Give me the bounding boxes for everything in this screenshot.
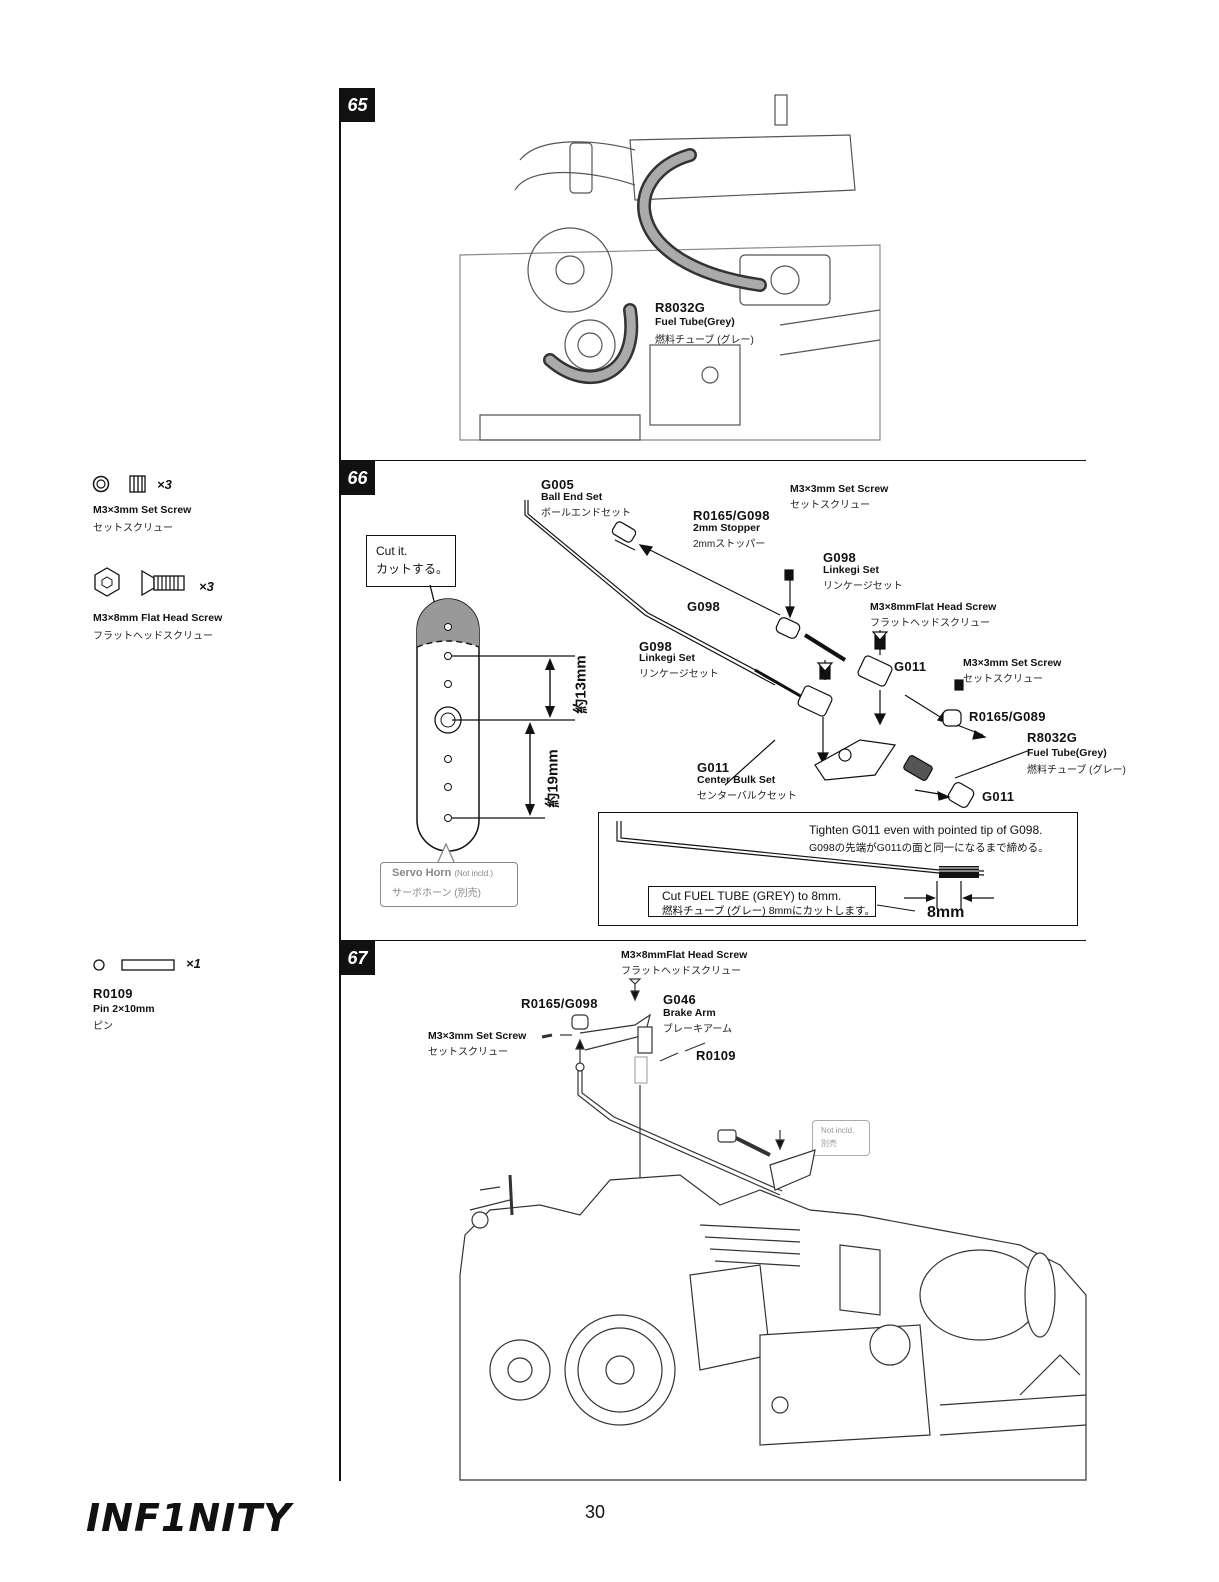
step67-chassis-illustration: [460, 975, 1087, 1481]
setscrew-67-jp: セットスクリュー: [428, 1047, 508, 1058]
linkage-a-jp: リンケージセット: [823, 581, 903, 592]
g098-c-code: G098: [639, 639, 673, 654]
step65-code: R8032G: [655, 300, 706, 315]
r8032g-code: R8032G: [1027, 730, 1078, 745]
step-divider-67: [339, 940, 1086, 942]
flathead-66-jp: フラットヘッドスクリュー: [870, 618, 990, 629]
servo-horn-jp: サーボホーン (別売): [392, 888, 481, 899]
sidebar-item1-name: M3×3mm Set Screw: [93, 504, 192, 516]
brake-arm-jp: ブレーキアーム: [663, 1024, 733, 1035]
step-column-divider: [339, 88, 341, 1481]
flathead-screw-icon: [94, 567, 185, 597]
center-bulk-jp: センターバルクセット: [697, 791, 797, 802]
step-badge-66: 66: [340, 461, 375, 495]
not-incl-67: Not incld.: [821, 1126, 855, 1135]
brake-arm-name: Brake Arm: [663, 1007, 716, 1019]
sidebar-item2-name-jp: フラットヘッドスクリュー: [93, 631, 213, 642]
linkage-a-name: Linkegi Set: [823, 564, 880, 576]
setscrew-b-jp: セットスクリュー: [963, 674, 1043, 685]
flathead-67-jp: フラットヘッドスクリュー: [621, 966, 741, 977]
step-badge-65: 65: [340, 88, 375, 122]
linkage-exploded-view: [524, 500, 1031, 808]
servo-horn-name: Servo Horn: [392, 867, 452, 879]
flathead-66: M3×8mmFlat Head Screw: [870, 601, 997, 613]
fuel-tube-name: Fuel Tube(Grey): [1027, 747, 1107, 759]
dim-8: 8mm: [927, 904, 965, 921]
g005-code: G005: [541, 477, 575, 492]
cut-fuel-note-jp: 燃料チューブ (グレー) 8mmにカットします。: [662, 905, 875, 917]
sidebar-item1-qty: ×3: [157, 477, 172, 492]
not-incl-callout: Not incld. 別売: [812, 1120, 870, 1156]
sidebar-item2-qty: ×3: [199, 579, 214, 594]
sidebar-item3-name-jp: ピン: [93, 1021, 113, 1032]
g098-b-code: G098: [687, 599, 721, 614]
r0165-g089-code: R0165/G089: [969, 709, 1046, 724]
g098-a-code: G098: [823, 550, 857, 565]
cut-fuel-box: Cut FUEL TUBE (GREY) to 8mm. 燃料チューブ (グレー…: [648, 886, 876, 917]
g011-a-code: G011: [894, 659, 927, 674]
r0165-g098-67-code: R0165/G098: [521, 996, 598, 1011]
servo-horn-label: Servo Horn (Not incld.): [392, 867, 493, 879]
step-divider-66: [339, 460, 1086, 462]
setscrew-a-jp: セットスクリュー: [790, 500, 870, 511]
step65-name-jp: 燃料チューブ (グレー): [655, 335, 754, 346]
setscrew-a: M3×3mm Set Screw: [790, 483, 889, 495]
g005-jp: ボールエンドセット: [541, 508, 631, 519]
setscrew-icon: [92, 475, 146, 493]
not-incl-67-jp: 別売: [821, 1139, 837, 1148]
stopper-jp: 2mmストッパー: [693, 539, 766, 550]
g046-code: G046: [663, 992, 697, 1007]
detail-box: Tighten G011 even with pointed tip of G0…: [598, 812, 1078, 926]
sidebar-item3-code: R0109: [93, 986, 133, 1001]
sidebar-item3-qty: ×1: [186, 956, 201, 971]
flathead-67: M3×8mmFlat Head Screw: [621, 949, 748, 961]
r0109-67-code: R0109: [696, 1048, 736, 1063]
setscrew-67: M3×3mm Set Screw: [428, 1030, 527, 1042]
page-number: 30: [585, 1502, 606, 1522]
brand-logo: INF1NITY: [86, 1496, 292, 1540]
g005-name: Ball End Set: [541, 491, 603, 503]
g011-c-code: G011: [982, 789, 1015, 804]
stopper-name: 2mm Stopper: [693, 522, 761, 534]
cut-note-box: Cut it. カットする。: [366, 535, 456, 587]
linkage-c-name: Linkegi Set: [639, 652, 696, 664]
cut-fuel-note: Cut FUEL TUBE (GREY) to 8mm.: [662, 889, 842, 903]
sidebar-item2-name: M3×8mm Flat Head Screw: [93, 612, 223, 624]
step65-engine-illustration: [459, 94, 881, 441]
sidebar-item3-name: Pin 2×10mm: [93, 1003, 155, 1015]
step-badge-67: 67: [340, 941, 375, 975]
cut-note: Cut it.: [376, 544, 408, 558]
fuel-tube-jp: 燃料チューブ (グレー): [1027, 765, 1126, 776]
tighten-note: Tighten G011 even with pointed tip of G0…: [809, 823, 1043, 837]
setscrew-b: M3×3mm Set Screw: [963, 657, 1062, 669]
pin-icon: [93, 959, 175, 971]
tighten-note-jp: G098の先端がG011の面と同一になるまで締める。: [809, 842, 1049, 854]
callout-pointer: [437, 842, 455, 863]
sidebar-item1-name-jp: セットスクリュー: [93, 523, 173, 534]
g011-b-code: G011: [697, 760, 730, 775]
rod-detail: [616, 821, 994, 912]
servo-horn-not-incl: (Not incld.): [454, 869, 494, 878]
linkage-c-jp: リンケージセット: [639, 669, 719, 680]
center-bulk-name: Center Bulk Set: [697, 774, 776, 786]
r0165-g098-code: R0165/G098: [693, 508, 770, 523]
servo-horn-diagram: [416, 584, 575, 852]
step65-name: Fuel Tube(Grey): [655, 316, 735, 328]
servo-horn-box: Servo Horn (Not incld.) サーボホーン (別売): [380, 862, 518, 907]
cut-note-jp: カットする。: [376, 562, 449, 576]
